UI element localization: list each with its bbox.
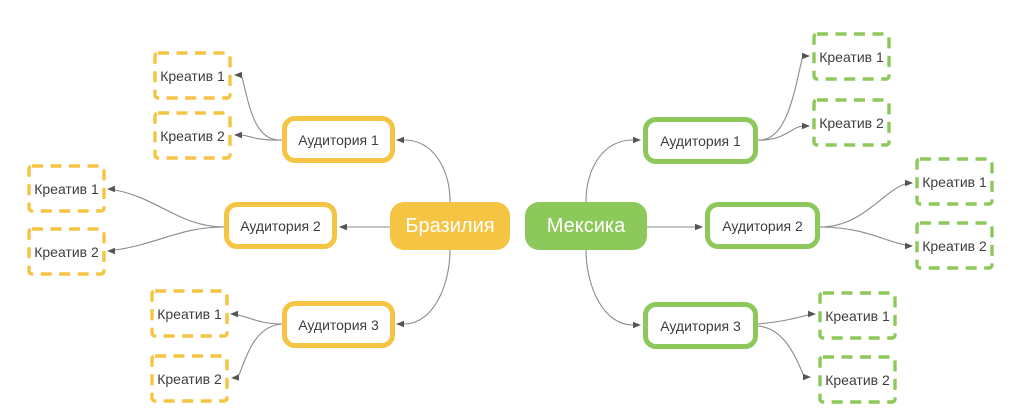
- dashed-border: [153, 51, 232, 100]
- node-label: Аудитория 1: [298, 131, 379, 148]
- node-mexico-audience3-creative-1[interactable]: Креатив 1: [818, 291, 897, 340]
- dashed-border: [915, 157, 994, 206]
- connector-path: [757, 325, 804, 375]
- node-brazil-audience-3[interactable]: Аудитория 3: [282, 301, 395, 348]
- connector-path: [241, 76, 283, 141]
- node-mexico-audience-3[interactable]: Аудитория 3: [643, 302, 758, 349]
- node-mexico-audience1-creative-1[interactable]: Креатив 1: [812, 32, 891, 81]
- connector-path: [585, 249, 634, 326]
- node-brazil-audience3-creative-1[interactable]: Креатив 1: [150, 289, 229, 338]
- node-mexico-audience-2[interactable]: Аудитория 2: [705, 202, 820, 249]
- arrowhead: [905, 179, 913, 187]
- connector-path: [238, 323, 283, 376]
- node-brazil-audience1-creative-1[interactable]: Креатив 1: [153, 51, 232, 100]
- arrowhead: [230, 310, 238, 318]
- dashed-border: [27, 227, 106, 276]
- node-label: Креатив 2: [157, 370, 222, 387]
- arrowhead: [808, 310, 816, 318]
- connector-path: [403, 249, 451, 325]
- dashed-border: [812, 98, 891, 147]
- connector-path: [585, 139, 634, 203]
- arrowhead: [802, 122, 810, 130]
- arrowhead: [633, 136, 641, 144]
- dashed-border: [915, 221, 994, 270]
- arrowhead: [396, 136, 404, 144]
- node-label: Аудитория 2: [240, 217, 321, 234]
- connector-path: [819, 183, 906, 228]
- node-label: Бразилия: [405, 214, 495, 237]
- dashed-border: [818, 291, 897, 340]
- node-brazil-center[interactable]: Бразилия: [390, 202, 510, 250]
- node-mexico-audience-1[interactable]: Аудитория 1: [643, 117, 758, 164]
- node-label: Креатив 2: [922, 237, 987, 254]
- node-mexico-center[interactable]: Мексика: [525, 202, 647, 250]
- connector-path: [114, 189, 225, 228]
- node-label: Аудитория 3: [660, 317, 741, 334]
- arrowhead: [633, 321, 641, 329]
- node-brazil-audience1-creative-2[interactable]: Креатив 2: [153, 111, 232, 160]
- arrowhead: [107, 185, 115, 193]
- arrowhead: [234, 131, 242, 139]
- arrowhead: [695, 223, 703, 231]
- node-brazil-audience2-creative-2[interactable]: Креатив 2: [27, 227, 106, 276]
- node-label: Аудитория 2: [722, 217, 803, 234]
- mexico-connectors: [585, 52, 913, 381]
- node-mexico-audience1-creative-2[interactable]: Креатив 2: [812, 98, 891, 147]
- node-label: Креатив 2: [160, 127, 225, 144]
- node-brazil-audience2-creative-1[interactable]: Креатив 1: [27, 164, 106, 213]
- dashed-border: [150, 354, 229, 403]
- node-label: Креатив 2: [825, 371, 890, 388]
- connector-path: [757, 58, 803, 141]
- arrowhead: [803, 373, 811, 381]
- dashed-border: [27, 164, 106, 213]
- node-mexico-audience2-creative-2[interactable]: Креатив 2: [915, 221, 994, 270]
- brazil-connectors: [107, 71, 451, 381]
- arrowhead: [396, 320, 404, 328]
- node-brazil-audience-2[interactable]: Аудитория 2: [224, 202, 337, 249]
- connector-path: [757, 314, 809, 325]
- connector-path: [237, 314, 283, 325]
- arrowhead: [234, 71, 242, 79]
- node-label: Креатив 1: [922, 173, 987, 190]
- connector-path: [757, 125, 803, 141]
- arrowhead: [231, 374, 239, 381]
- node-brazil-audience3-creative-2[interactable]: Креатив 2: [150, 354, 229, 403]
- node-label: Креатив 2: [34, 243, 99, 260]
- node-label: Креатив 1: [160, 67, 225, 84]
- node-mexico-audience3-creative-2[interactable]: Креатив 2: [818, 355, 897, 404]
- node-label: Аудитория 3: [298, 316, 379, 333]
- connector-path: [241, 134, 283, 141]
- dashed-border: [818, 355, 897, 404]
- node-brazil-audience-1[interactable]: Аудитория 1: [282, 116, 395, 163]
- arrowhead: [802, 52, 810, 60]
- connector-path: [819, 226, 906, 246]
- arrowhead: [905, 242, 913, 250]
- arrowhead: [339, 223, 347, 231]
- node-label: Креатив 2: [819, 114, 884, 131]
- dashed-border: [150, 289, 229, 338]
- node-label: Аудитория 1: [660, 132, 741, 149]
- node-label: Креатив 1: [819, 48, 884, 65]
- connector-path: [403, 139, 451, 203]
- node-label: Креатив 1: [157, 305, 222, 322]
- arrowhead: [107, 247, 115, 255]
- node-label: Мексика: [546, 214, 626, 237]
- node-label: Креатив 1: [34, 180, 99, 197]
- dashed-border: [153, 111, 232, 160]
- node-mexico-audience2-creative-1[interactable]: Креатив 1: [915, 157, 994, 206]
- dashed-border: [812, 32, 891, 81]
- node-label: Креатив 1: [825, 307, 890, 324]
- connector-path: [114, 226, 225, 251]
